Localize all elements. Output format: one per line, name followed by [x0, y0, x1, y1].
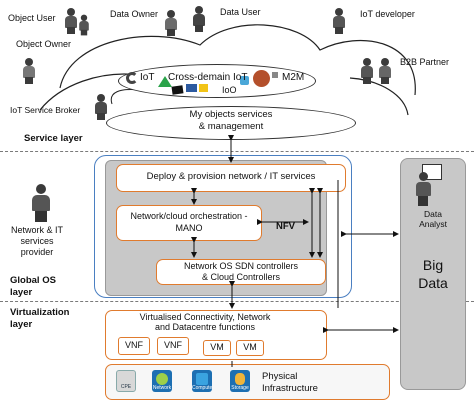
deploy-provision-label: Deploy & provision network / IT services: [146, 171, 316, 182]
compute-icon: Compute: [192, 370, 212, 392]
storage-icon-label: Storage: [231, 385, 249, 391]
iot-developer-figure-icon: [330, 8, 348, 34]
vnf-label-1: VNF: [125, 340, 143, 350]
orchestration-line2: MANO: [175, 223, 203, 233]
cpe-icon: CPE: [116, 370, 136, 392]
iot-service-broker-label: IoT Service Broker: [10, 105, 81, 115]
network-icon: Network: [152, 370, 172, 392]
deploy-provision-box: [116, 164, 346, 192]
vnf-label-2: VNF: [164, 340, 182, 350]
bigdata-data: Data: [418, 275, 448, 291]
separator-service: [0, 151, 474, 152]
storage-icon: Storage: [230, 370, 250, 392]
physical-line1: Physical: [262, 371, 298, 382]
data-user-label: Data User: [220, 7, 261, 17]
virtualization-label-2: layer: [10, 319, 33, 330]
network-provider-line3: provider: [20, 247, 54, 257]
b2b-partner-label: B2B Partner: [400, 57, 450, 67]
vm-box-1: [203, 340, 231, 356]
data-analyst-line1: Data: [424, 209, 442, 219]
object-owner-label: Object Owner: [16, 39, 72, 49]
vnf-box-2: [157, 337, 189, 355]
vnf-box-1: [118, 337, 150, 355]
virtualization-label-1: Virtualization: [10, 307, 70, 318]
network-os-line1: Network OS SDN controllers: [183, 261, 299, 271]
domain-cross-label: Cross-demain IoT: [168, 72, 248, 83]
bigdata-column: [400, 158, 466, 390]
object-user-figure-2-icon: [77, 14, 91, 36]
separator-virtualization: [0, 301, 474, 302]
network-os-line2: & Cloud Controllers: [201, 272, 281, 282]
service-layer-label: Service layer: [24, 133, 83, 144]
data-user-figure-icon: [190, 6, 208, 32]
services-ellipse: [106, 106, 356, 140]
network-os-box: [156, 259, 326, 285]
global-os-label-1: Global OS: [10, 275, 56, 286]
vm-label-1: VM: [210, 342, 224, 352]
domain-brown-circle-icon: [253, 70, 270, 87]
data-analyst-person-icon: [414, 172, 434, 206]
cpe-label: CPE: [120, 384, 132, 390]
orchestration-line1: Network/cloud orchestration -: [130, 211, 248, 221]
vm-label-2: VM: [243, 342, 257, 352]
global-os-container: [94, 155, 352, 298]
domain-ioo-label: IoO: [222, 85, 237, 95]
physical-line2: Infrastructure: [262, 383, 318, 394]
data-owner-label: Data Owner: [110, 9, 159, 19]
domain-iot-label: IoT: [140, 72, 155, 83]
b2b-partner-figure-2-icon: [376, 58, 394, 84]
iot-sun-icon: [126, 72, 138, 84]
services-line1: My objects services: [189, 109, 273, 120]
orchestration-box: [116, 205, 262, 241]
compute-icon-label: Compute: [192, 385, 213, 391]
object-user-figure-icon: [62, 8, 80, 34]
domain-blue-block-icon: [186, 84, 197, 92]
domain-m2m-label: M2M: [282, 72, 305, 83]
object-user-label: Object User: [8, 13, 56, 23]
object-owner-figure-icon: [20, 58, 38, 84]
virtualisation-line1: Virtualised Connectivity, Network: [139, 312, 271, 322]
domain-yellow-block-icon: [199, 84, 208, 92]
domain-green-shape-icon: [158, 76, 172, 87]
nfv-label: NFV: [276, 221, 295, 232]
domain-ellipse: [118, 64, 316, 98]
data-analyst-line2: Analyst: [419, 219, 447, 229]
b2b-partner-figure-icon: [358, 58, 376, 84]
iot-service-broker-figure-icon: [92, 94, 110, 120]
network-provider-person-icon: [28, 184, 54, 222]
iot-developer-label: IoT developer: [360, 9, 415, 19]
domain-lightblue-shape-icon: [240, 76, 249, 85]
global-os-label-2: layer: [10, 287, 33, 298]
network-provider-line1: Network & IT: [10, 225, 63, 235]
network-icon-label: Network: [152, 385, 172, 391]
bigdata-big: Big: [422, 257, 444, 273]
services-line2: & management: [198, 121, 264, 132]
vm-box-2: [236, 340, 264, 356]
domain-grey-square-icon: [272, 72, 278, 78]
virtualisation-line2: and Datacentre functions: [154, 322, 256, 332]
data-owner-figure-icon: [162, 10, 180, 36]
network-provider-line2: services: [20, 236, 54, 246]
